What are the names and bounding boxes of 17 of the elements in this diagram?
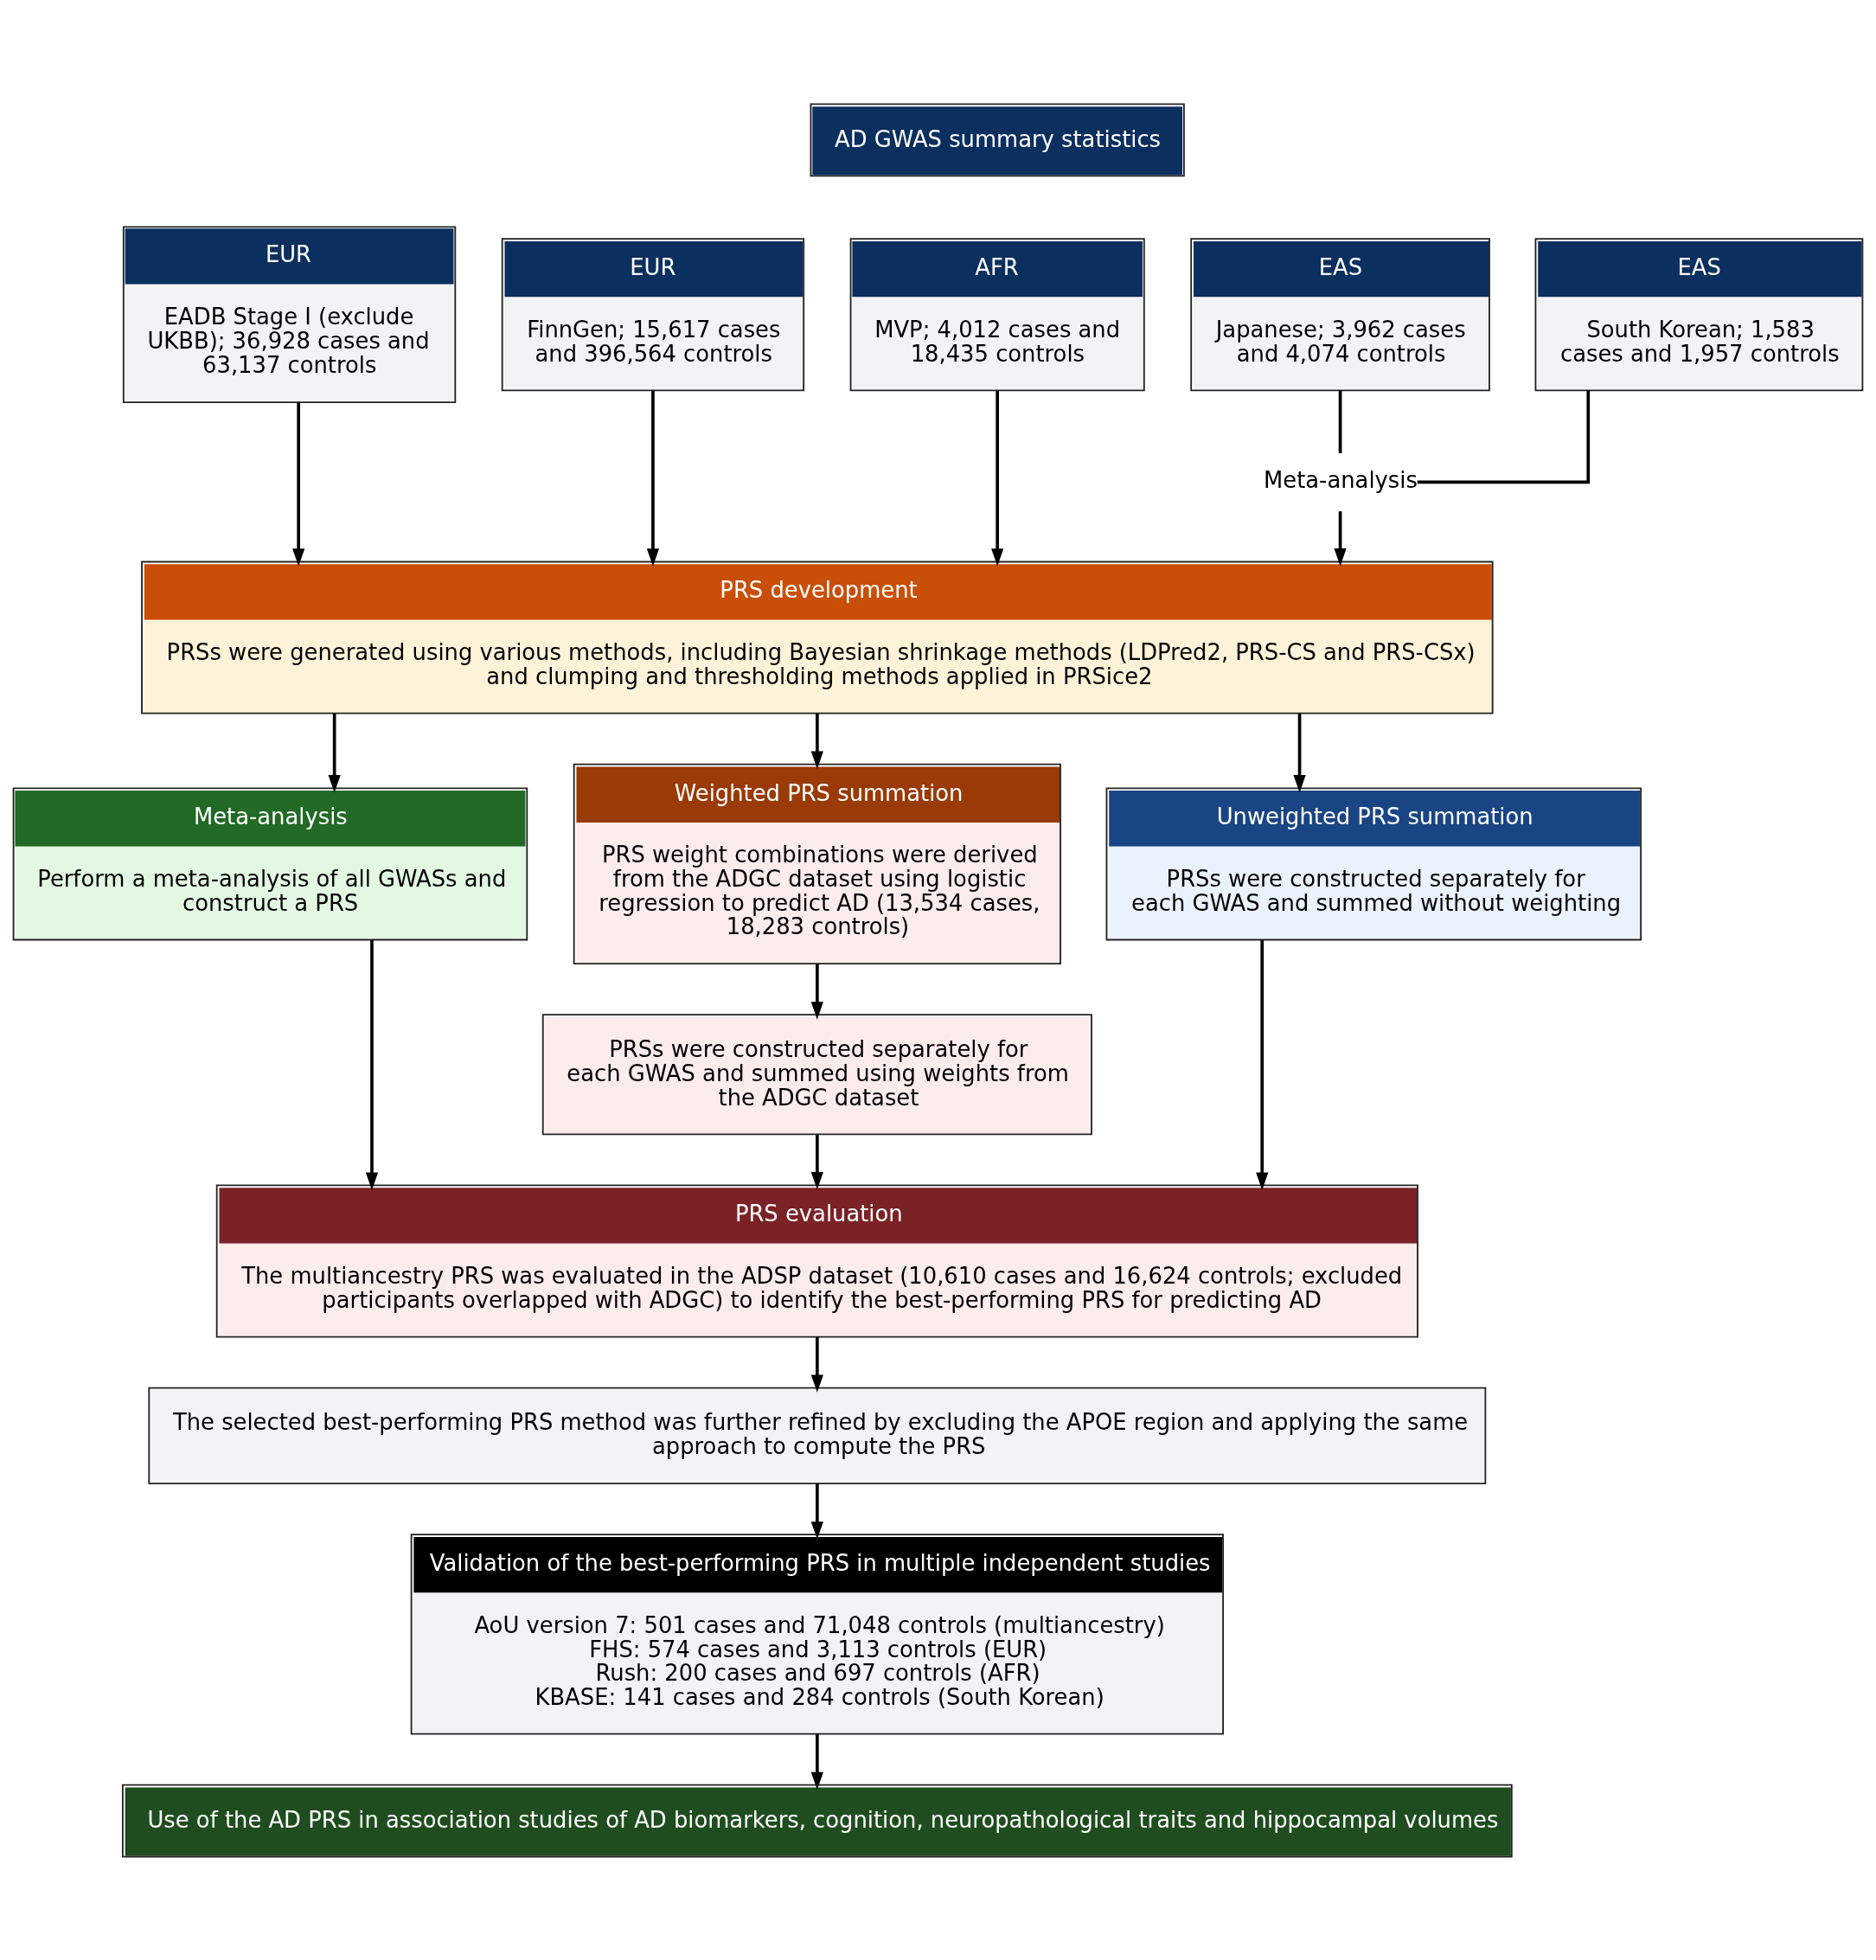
arrow [646,390,660,567]
arrow [1256,939,1269,1190]
arrow [1334,510,1347,566]
arrow [365,939,379,1190]
arrow [292,401,305,566]
arrow [810,713,823,769]
arrow [1293,713,1306,792]
arrow [810,1733,823,1790]
arrow [810,1134,823,1189]
arrow [810,1336,823,1393]
arrow [810,1483,823,1540]
arrow [991,390,1004,567]
node-text: Meta-analysis [1264,466,1418,493]
arrow [810,963,823,1020]
arrow [328,713,341,792]
connector [1338,389,1342,453]
connector [1417,389,1591,484]
